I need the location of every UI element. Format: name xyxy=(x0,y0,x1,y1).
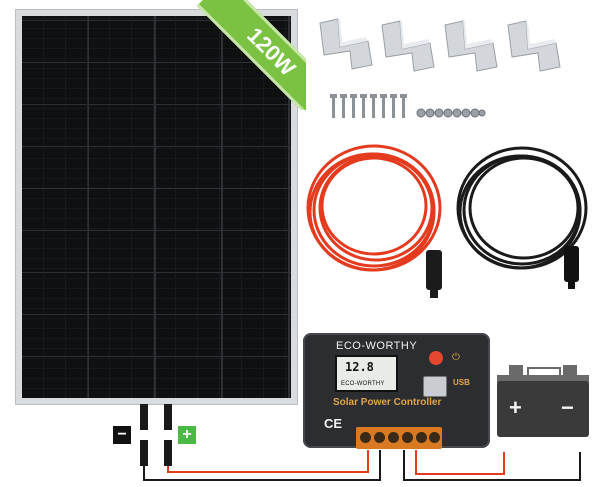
bracket-icon xyxy=(381,20,435,72)
terminal-screw-icon xyxy=(416,432,427,443)
usb-label: USB xyxy=(453,378,470,387)
bracket-icon xyxy=(319,18,373,70)
terminal-screw-icon xyxy=(388,432,399,443)
controller-button xyxy=(429,351,443,365)
battery-terminal xyxy=(563,365,577,375)
screw-icon xyxy=(330,94,407,118)
wattage-badge: 120W xyxy=(196,0,306,110)
terminal-block xyxy=(356,427,442,449)
bracket-icon xyxy=(444,20,498,72)
red-cable-icon xyxy=(306,144,442,298)
battery-body xyxy=(497,381,589,437)
battery-handle xyxy=(527,367,561,375)
wiring-diagram xyxy=(140,404,581,481)
controller-brand: ECO-WORTHY xyxy=(336,340,418,352)
ce-mark: CE xyxy=(324,416,343,431)
positive-sign: + xyxy=(178,426,196,444)
lcd-reading: 12.8 xyxy=(345,360,374,374)
black-cable-icon xyxy=(456,146,588,289)
negative-sign: − xyxy=(113,426,131,444)
terminal-screw-icon xyxy=(402,432,413,443)
controller-lcd: 12.8 ECO-WORTHY xyxy=(335,355,398,392)
mc4-connector-icon xyxy=(140,404,172,466)
battery-terminal xyxy=(509,365,523,375)
controller-title: Solar Power Controller xyxy=(333,397,442,408)
power-icon: ⏻ xyxy=(452,352,460,363)
solar-panel-cell-lines xyxy=(22,16,291,398)
wattage-badge-label: 120W xyxy=(196,0,306,110)
terminal-screw-icon xyxy=(374,432,385,443)
battery-icon: + − xyxy=(497,365,589,437)
terminal-screw-icon xyxy=(429,432,440,443)
nut-icon xyxy=(416,108,486,118)
bracket-icon xyxy=(507,20,561,72)
lcd-brand: ECO-WORTHY xyxy=(341,381,385,387)
usb-port-icon xyxy=(423,376,447,397)
battery-lid xyxy=(497,375,589,383)
terminal-screw-icon xyxy=(360,432,371,443)
battery-plus: + xyxy=(509,395,522,420)
battery-minus: − xyxy=(561,395,574,420)
